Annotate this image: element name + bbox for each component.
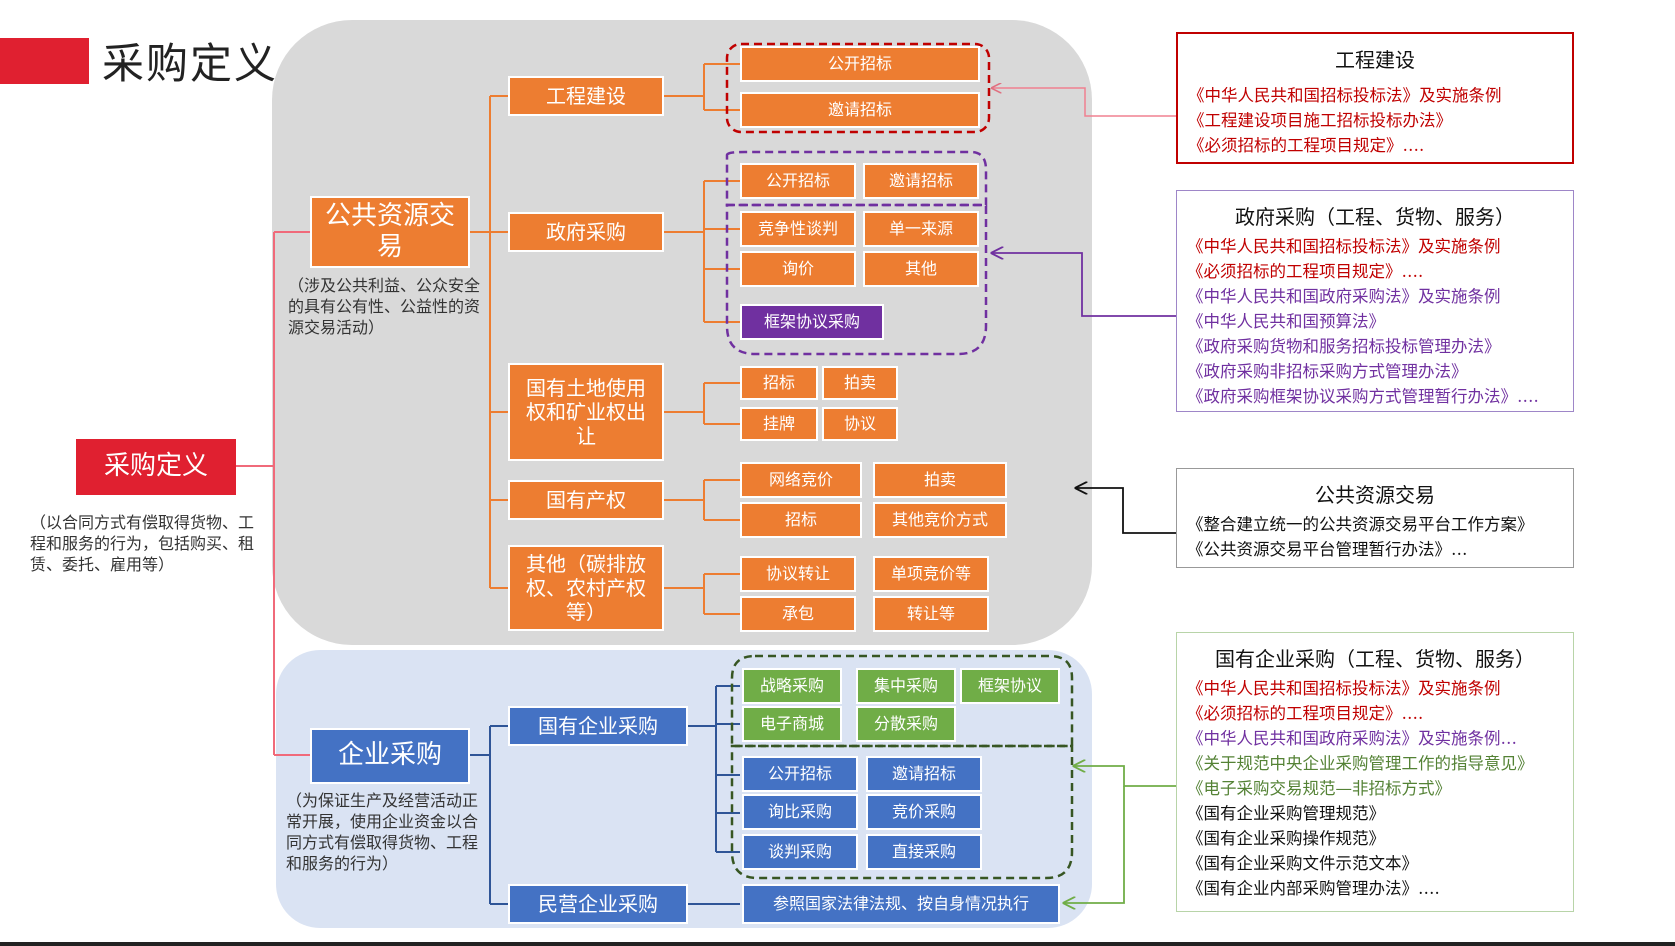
leaf-land-listing: 挂牌 — [740, 407, 818, 441]
law-line: 《国有企业采购文件示范文本》 — [1187, 854, 1418, 873]
law-panel-title: 政府采购（工程、货物、服务） — [1235, 205, 1515, 229]
page-title: 采购定义 — [102, 39, 279, 88]
leaf-other-single-bidding: 单项竞价等 — [873, 556, 989, 592]
root-node: 采购定义 — [76, 439, 236, 495]
law-line: 《中华人民共和国招标投标法》及实施条例 — [1187, 237, 1501, 256]
leaf-soe-strategic: 战略采购 — [742, 668, 842, 704]
law-line: 《电子采购交易规范—非招标方式》 — [1187, 779, 1451, 798]
law-panel-government: 政府采购（工程、货物、服务） 《中华人民共和国招标投标法》及实施条例 《必须招标… — [1176, 190, 1574, 412]
leaf-prop-online-bidding: 网络竞价 — [740, 462, 862, 498]
leaf-prop-other-bidding: 其他竞价方式 — [873, 502, 1007, 538]
leaf-other-agreement-transfer: 协议转让 — [740, 556, 856, 592]
leaf-soe-direct: 直接采购 — [866, 834, 982, 870]
leaf-gov-framework-agreement: 框架协议采购 — [740, 304, 884, 340]
category-private: 民营企业采购 — [508, 884, 688, 924]
leaf-prop-tender: 招标 — [740, 502, 862, 538]
category-other: 其他（碳排放权、农村产权等） — [508, 545, 664, 631]
public-resource-node: 公共资源交易 — [310, 196, 470, 268]
leaf-prop-auction: 拍卖 — [873, 462, 1007, 498]
leaf-engineering-invited-tender: 邀请招标 — [740, 92, 980, 128]
law-line: 《关于规范中央企业采购管理工作的指导意见》 — [1187, 754, 1534, 773]
enterprise-note: （为保证生产及经营活动正常开展，使用企业资金以合同方式有偿取得货物、工程和服务的… — [286, 791, 479, 873]
law-line: 《中华人民共和国政府采购法》及实施条例 — [1187, 287, 1501, 306]
law-line: 《中华人民共和国招标投标法》及实施条例 — [1187, 679, 1501, 698]
law-line: 《工程建设项目施工招标投标办法》 — [1188, 111, 1452, 130]
category-property: 国有产权 — [508, 480, 664, 520]
law-line: 《政府采购货物和服务招标投标管理办法》 — [1187, 337, 1501, 356]
leaf-soe-open-tender: 公开招标 — [742, 756, 858, 792]
leaf-engineering-open-tender: 公开招标 — [740, 46, 980, 82]
title-accent-bar — [0, 38, 89, 84]
leaf-gov-other: 其他 — [863, 251, 979, 287]
law-line: 《必须招标的工程项目规定》…. — [1188, 136, 1425, 155]
law-panel-public-resource: 公共资源交易 《整合建立统一的公共资源交易平台工作方案》 《公共资源交易平台管理… — [1176, 468, 1574, 568]
leaf-soe-comparison: 询比采购 — [742, 794, 858, 830]
leaf-gov-single-source: 单一来源 — [863, 211, 979, 247]
category-engineering: 工程建设 — [508, 76, 664, 116]
leaf-gov-competitive-negotiation: 竞争性谈判 — [740, 211, 856, 247]
enterprise-node: 企业采购 — [310, 728, 470, 784]
law-panel-title: 工程建设 — [1335, 48, 1415, 72]
leaf-land-auction: 拍卖 — [822, 366, 898, 400]
leaf-soe-framework: 框架协议 — [960, 668, 1060, 704]
law-line: 《国有企业采购管理规范》 — [1187, 804, 1385, 823]
category-government: 政府采购 — [508, 212, 664, 252]
category-soe: 国有企业采购 — [508, 706, 688, 746]
leaf-soe-decentralized: 分散采购 — [856, 706, 956, 742]
law-line: 《必须招标的工程项目规定》…. — [1187, 704, 1424, 723]
leaf-land-tender: 招标 — [740, 366, 818, 400]
law-line: 《中华人民共和国预算法》 — [1187, 312, 1385, 331]
law-line: 《中华人民共和国政府采购法》及实施条例… — [1187, 729, 1517, 748]
law-line: 《必须招标的工程项目规定》…. — [1187, 262, 1424, 281]
leaf-soe-bidding: 竞价采购 — [866, 794, 982, 830]
law-panel-title: 公共资源交易 — [1315, 483, 1435, 507]
leaf-gov-inquiry: 询价 — [740, 251, 856, 287]
law-line: 《中华人民共和国招标投标法》及实施条例 — [1188, 86, 1502, 105]
leaf-gov-invited-tender: 邀请招标 — [863, 163, 979, 199]
law-panel-engineering: 工程建设 《中华人民共和国招标投标法》及实施条例 《工程建设项目施工招标投标办法… — [1176, 32, 1574, 164]
law-line: 《国有企业采购操作规范》 — [1187, 829, 1385, 848]
leaf-other-transfer: 转让等 — [873, 596, 989, 632]
leaf-soe-centralized: 集中采购 — [856, 668, 956, 704]
law-line: 《公共资源交易平台管理暂行办法》… — [1187, 540, 1468, 559]
law-panel-title: 国有企业采购（工程、货物、服务） — [1215, 647, 1535, 671]
leaf-soe-negotiation: 谈判采购 — [742, 834, 858, 870]
leaf-gov-open-tender: 公开招标 — [740, 163, 856, 199]
leaf-private-reference: 参照国家法律法规、按自身情况执行 — [742, 884, 1060, 924]
law-line: 《国有企业内部采购管理办法》…. — [1187, 879, 1440, 898]
category-land: 国有土地使用权和矿业权出让 — [508, 363, 664, 461]
leaf-other-contracting: 承包 — [740, 596, 856, 632]
law-line: 《政府采购非招标采购方式管理办法》 — [1187, 362, 1468, 381]
leaf-soe-invited-tender: 邀请招标 — [866, 756, 982, 792]
law-panel-soe: 国有企业采购（工程、货物、服务） 《中华人民共和国招标投标法》及实施条例 《必须… — [1176, 632, 1574, 912]
law-line: 《整合建立统一的公共资源交易平台工作方案》 — [1187, 515, 1534, 534]
root-note: （以合同方式有偿取得货物、工程和服务的行为，包括购买、租赁、委托、雇用等） — [30, 513, 255, 574]
public-resource-note: （涉及公共利益、公众安全的具有公有性、公益性的资源交易活动） — [288, 276, 481, 337]
leaf-land-agreement: 协议 — [822, 407, 898, 441]
leaf-soe-e-mall: 电子商城 — [742, 706, 842, 742]
bottom-rule — [0, 942, 1675, 946]
law-line: 《政府采购框架协议采购方式管理暂行办法》…. — [1187, 387, 1539, 406]
